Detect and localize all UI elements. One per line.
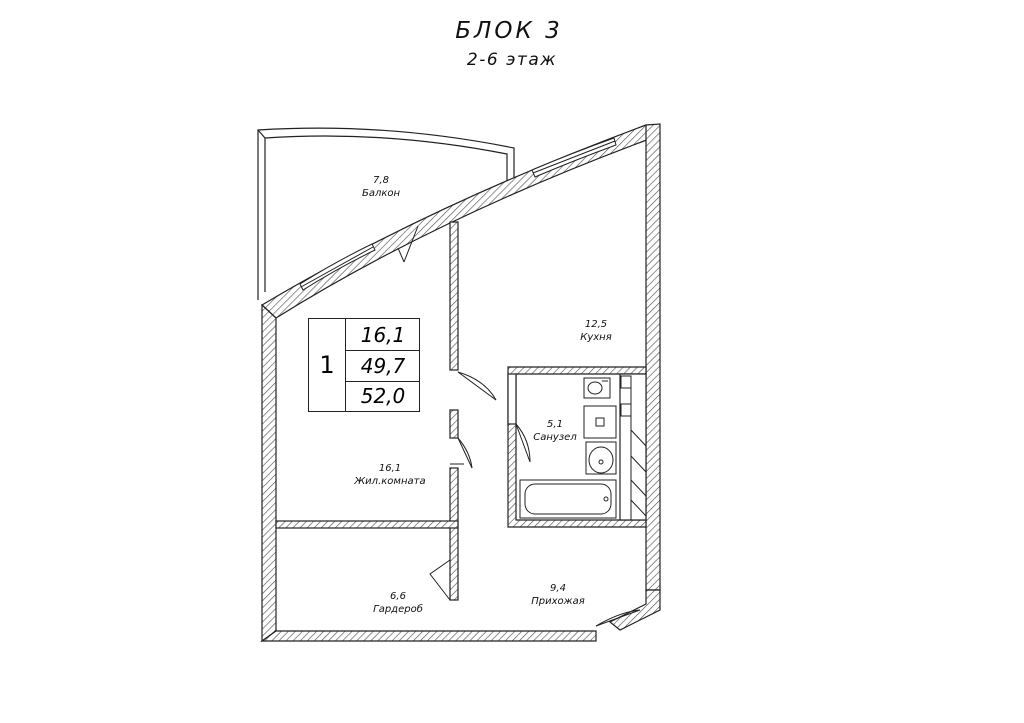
exterior-walls [260,123,661,643]
room-label-balcony: 7,8 Балкон [341,174,421,200]
block-title: БЛОК 3 [455,18,563,44]
facade-windows [299,137,617,291]
ventilation-shaft [620,373,647,520]
room-label-living: 16,1 Жил.комната [345,462,435,488]
room-area: 9,4 [550,583,566,594]
apartment-number: 1 [309,319,346,411]
room-name: Балкон [361,188,401,199]
room-label-bathroom: 5,1 Санузел [520,418,590,444]
room-area: 12,5 [584,319,608,330]
room-name: Гардероб [373,604,423,615]
living-area-value: 16,1 [346,319,420,351]
room-area: 7,8 [373,175,389,186]
doors [397,225,641,627]
room-label-hall: 9,4 Прихожая [518,582,598,608]
total-area-value: 49,7 [346,350,420,382]
area-with-balcony-value: 52,0 [360,384,406,408]
room-label-kitchen: 12,5 Кухня [556,318,636,344]
room-area: 5,1 [547,419,563,430]
bathroom-fixtures [519,377,617,519]
room-name: Санузел [533,432,577,443]
room-area: 6,6 [390,591,406,602]
floors-subtitle: 2-6 этаж [466,50,558,70]
room-name: Жил.комната [354,476,426,487]
apartment-summary-table: 1 16,1 49,7 52,0 [308,318,420,412]
room-label-wardrobe: 6,6 Гардероб [358,590,438,616]
room-name: Кухня [580,332,612,343]
room-name: Прихожая [531,596,585,607]
balcony-railing [257,127,515,300]
room-area: 16,1 [378,463,402,474]
